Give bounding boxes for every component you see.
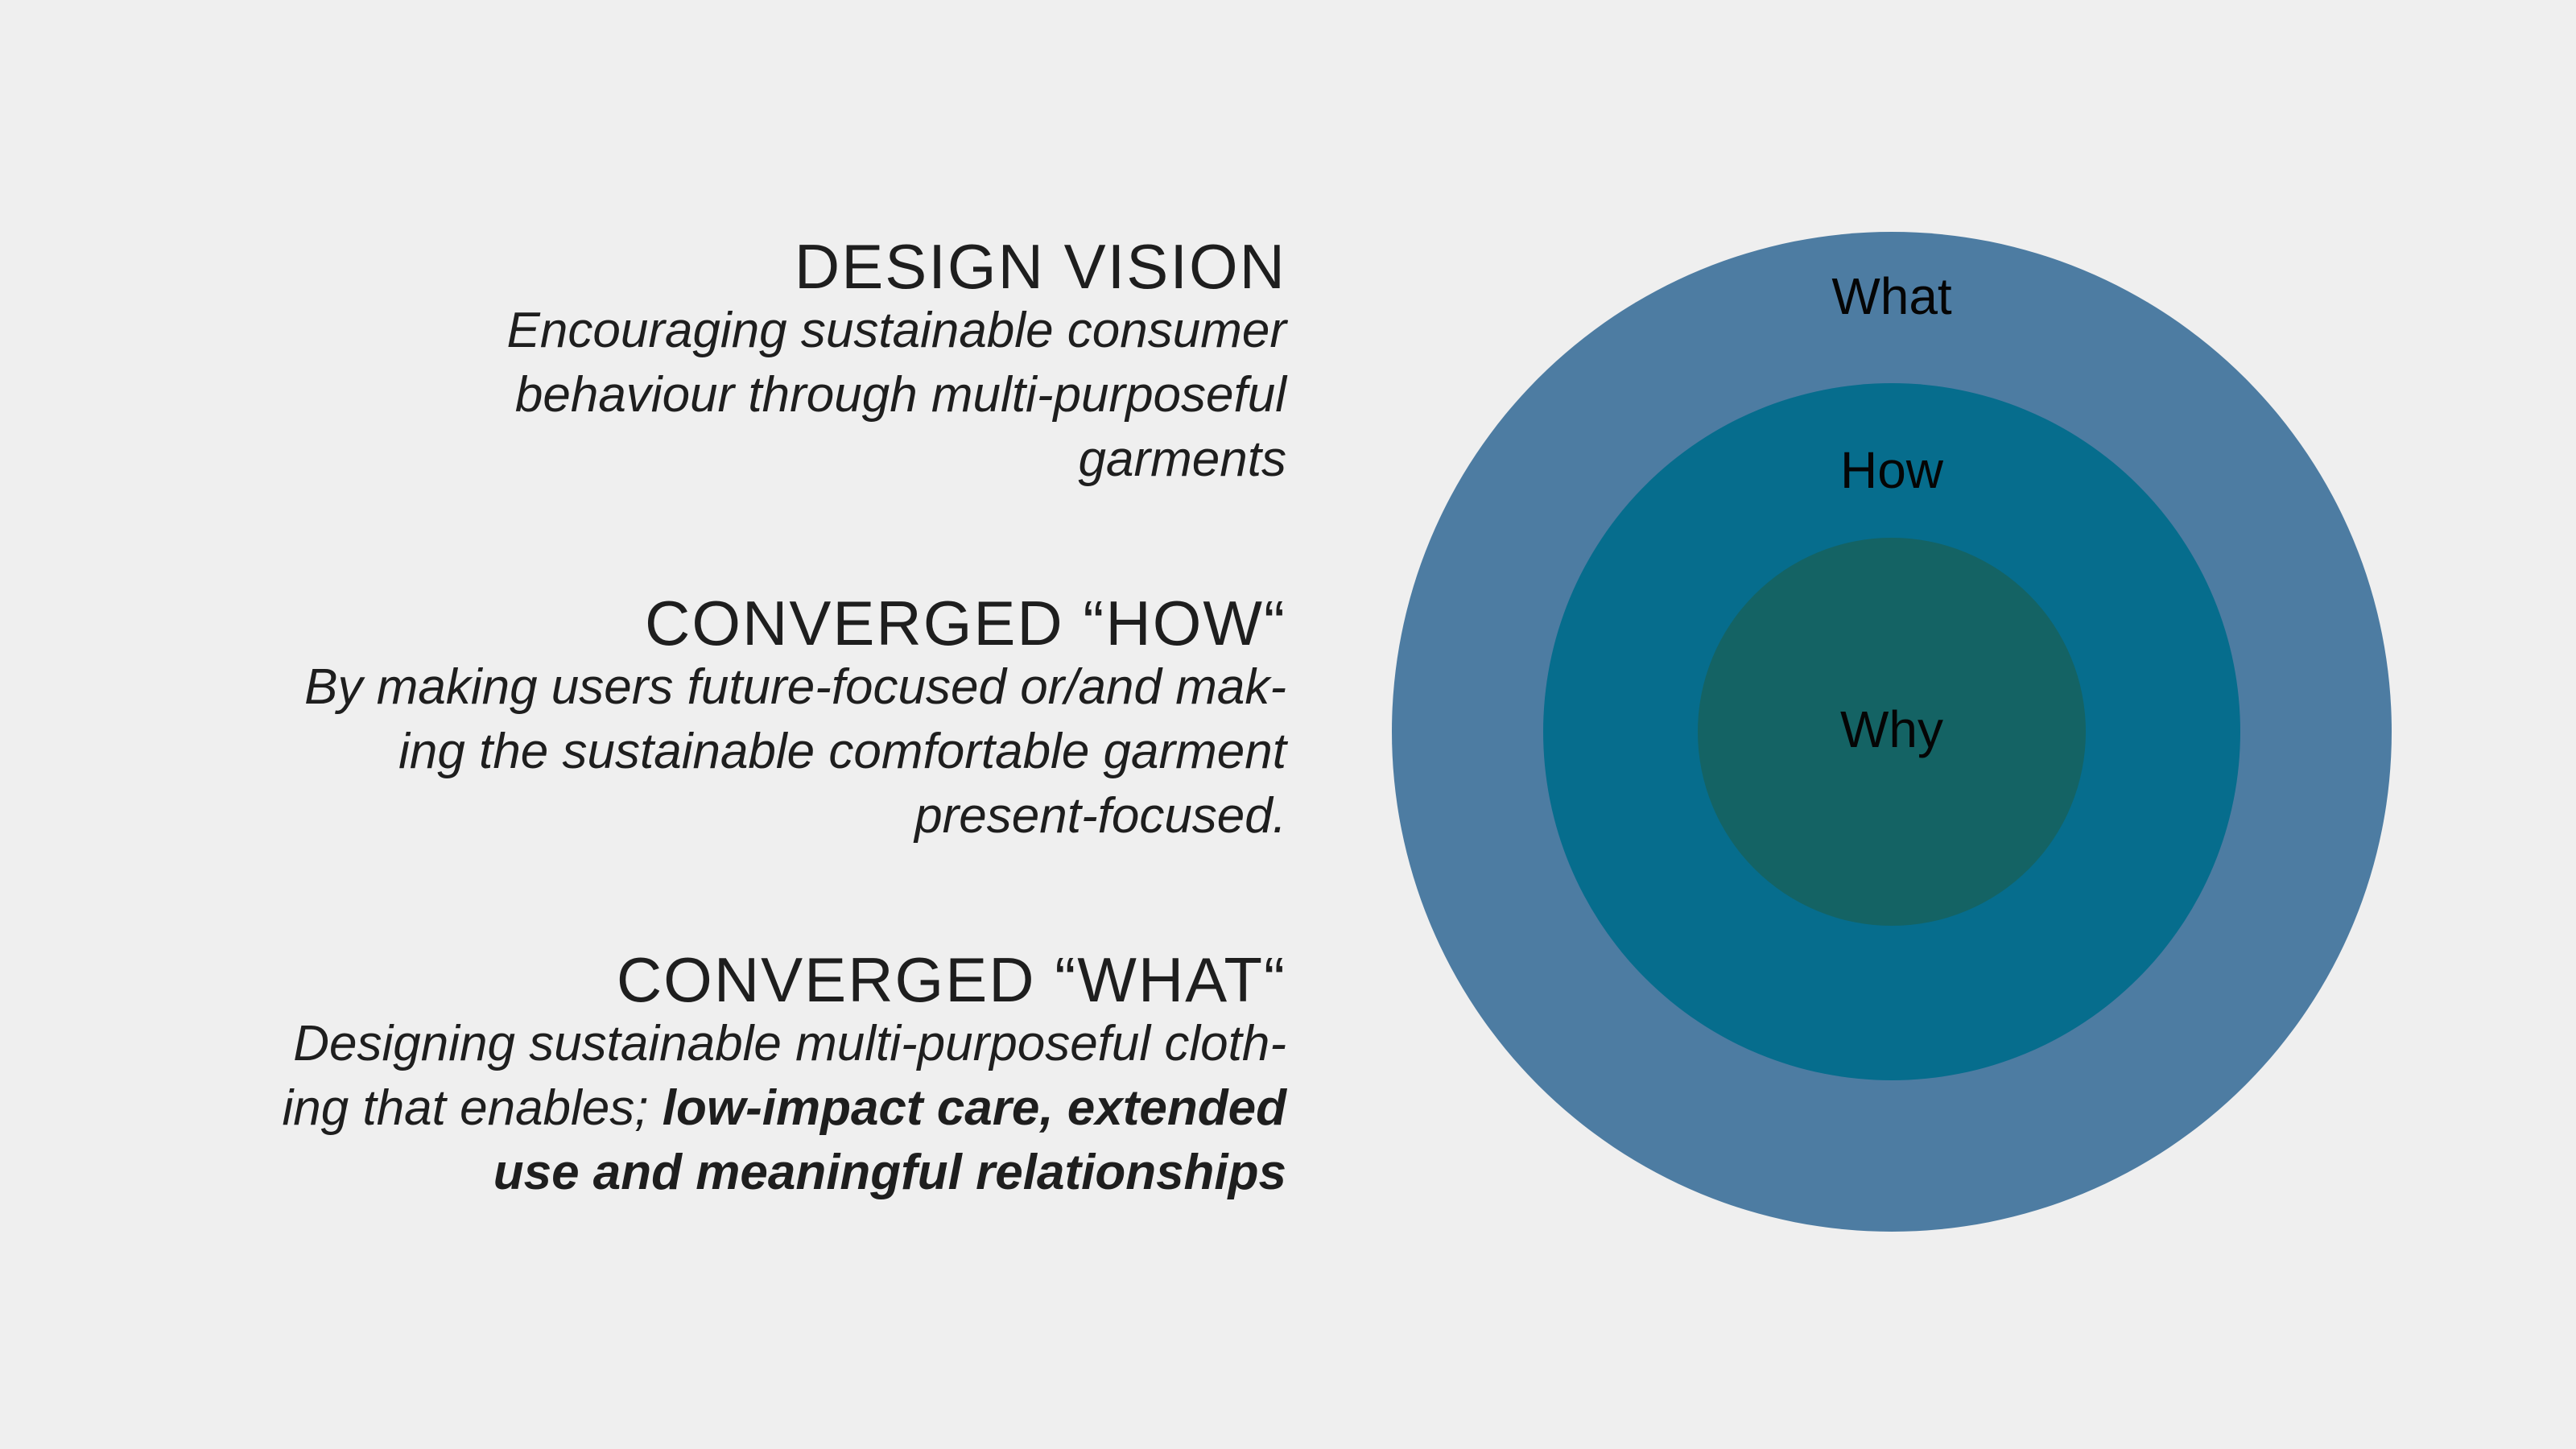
- design-vision-line: behaviour through multi-purposeful: [514, 367, 1286, 423]
- design-vision-line: garments: [1078, 431, 1286, 487]
- converged-how-section: CONVERGED “HOW“ By making users future-f…: [79, 591, 1286, 848]
- how-label: How: [1839, 441, 1944, 499]
- converged-what-bold-line: use and meaningful relationships: [493, 1145, 1286, 1200]
- design-vision-line: Encouraging sustainable consumer: [506, 303, 1286, 358]
- why-label: Why: [1840, 700, 1943, 758]
- converged-what-line: Designing sustainable multi-purposeful c…: [293, 1016, 1286, 1071]
- converged-what-line: ing that enables; low-impact care, exten…: [79, 1076, 1287, 1141]
- converged-how-heading: CONVERGED “HOW“: [645, 588, 1286, 658]
- converged-how-line: By making users future-focused or/and ma…: [304, 659, 1286, 715]
- converged-how-line: present-focused.: [914, 788, 1286, 844]
- design-vision-heading: DESIGN VISION: [794, 231, 1286, 302]
- what-label: What: [1831, 267, 1952, 325]
- design-vision-section: DESIGN VISION Encouraging sustainable co…: [79, 234, 1286, 492]
- converged-what-heading: CONVERGED “WHAT“: [616, 944, 1286, 1015]
- converged-what-plain-text: ing that enables;: [282, 1080, 663, 1136]
- converged-how-line: ing the sustainable comfortable garment: [398, 724, 1286, 779]
- converged-what-bold-text: low-impact care, extended: [662, 1080, 1286, 1136]
- converged-what-section: CONVERGED “WHAT“ Designing sustainable m…: [79, 944, 1287, 1205]
- why-circle: [1698, 538, 2086, 926]
